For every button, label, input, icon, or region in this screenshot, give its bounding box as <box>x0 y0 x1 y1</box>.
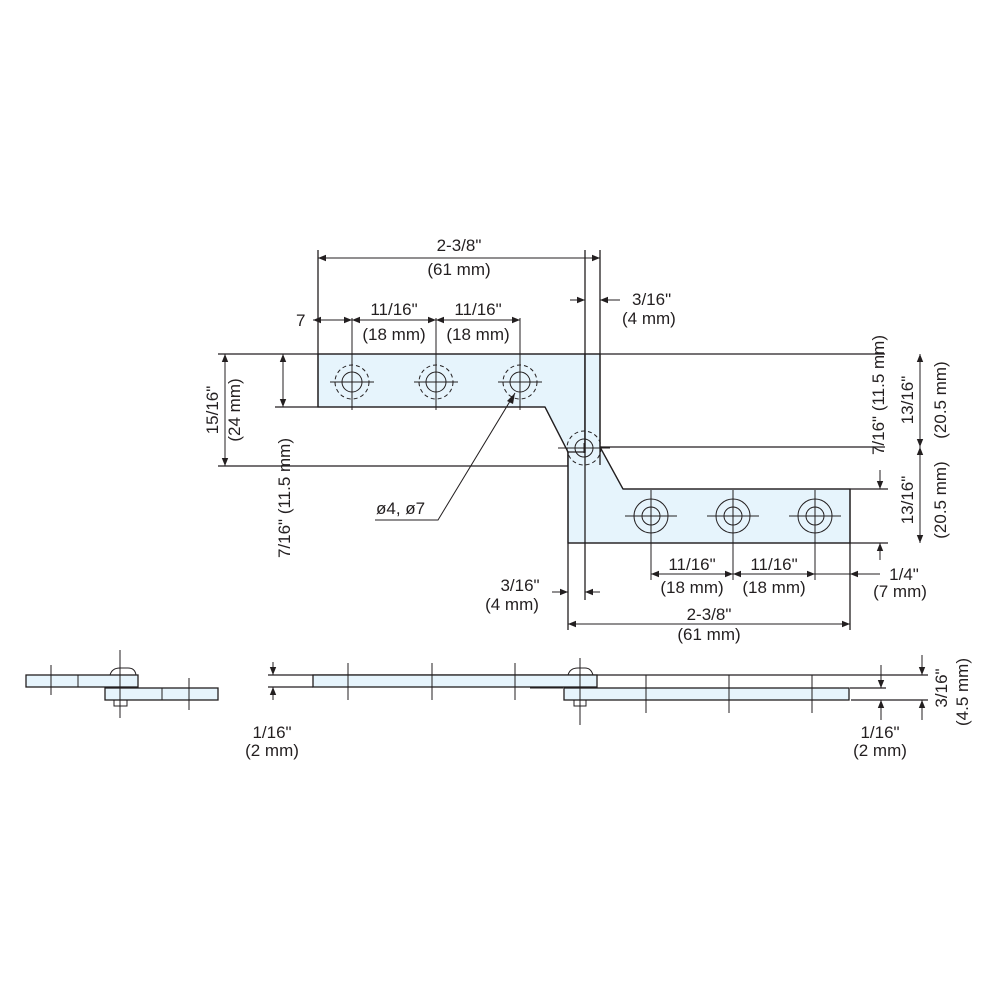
pivot-offset-lower-mm: (4 mm) <box>485 595 539 614</box>
thickness-left-in: 1/16" <box>252 723 291 742</box>
side-view-folded <box>25 650 219 718</box>
hole-spacing-upper-2-mm: (18 mm) <box>446 325 509 344</box>
pivot-hole-icon <box>558 430 610 466</box>
edge-offset-upper: 7 <box>296 311 305 330</box>
upper-plate <box>317 353 586 466</box>
hole-spacing-upper-1-mm: (18 mm) <box>362 325 425 344</box>
thickness-left-mm: (2 mm) <box>245 741 299 760</box>
hole-callout: ø4, ø7 <box>376 499 425 518</box>
total-height-mm: (4.5 mm) <box>953 658 972 726</box>
upper-pivot-height: 7/16" (11.5 mm) <box>275 438 294 558</box>
hole-spacing-lower-1-in: 11/16" <box>668 555 715 574</box>
hole-icon <box>498 364 542 400</box>
edge-offset-lower-mm: (7 mm) <box>873 582 927 601</box>
hole-spacing-upper-2-in: 11/16" <box>454 300 501 319</box>
lower-holes <box>625 498 841 534</box>
hole-icon <box>707 498 759 534</box>
right-lower-height-in: 13/16" <box>898 476 917 525</box>
hole-icon <box>330 364 374 400</box>
overall-lower-in: 2-3/8" <box>687 605 732 624</box>
right-upper-height-mm: (20.5 mm) <box>931 361 950 438</box>
overall-lower-mm: (61 mm) <box>677 625 740 644</box>
hole-spacing-lower-2-in: 11/16" <box>750 555 797 574</box>
hole-spacing-upper-1-in: 11/16" <box>370 300 417 319</box>
right-lower-height-mm: (20.5 mm) <box>931 461 950 538</box>
side-view-extended <box>268 655 928 725</box>
dimension-lines <box>221 254 924 628</box>
upper-height-mm: (24 mm) <box>225 378 244 441</box>
thickness-right-mm: (2 mm) <box>853 741 907 760</box>
upper-holes <box>330 364 542 400</box>
hole-icon <box>789 498 841 534</box>
upper-height-in: 15/16" <box>203 386 222 435</box>
overall-upper-in: 2-3/8" <box>437 236 482 255</box>
pivot-offset-lower-in: 3/16" <box>500 576 539 595</box>
pivot-offset-upper-mm: (4 mm) <box>622 309 676 328</box>
pivot-offset-upper-in: 3/16" <box>632 290 671 309</box>
hole-icon <box>414 364 458 400</box>
edge-offset-lower-in: 1/4" <box>889 565 919 584</box>
total-height-in: 3/16" <box>932 668 951 707</box>
right-upper-height-in: 13/16" <box>898 376 917 425</box>
outline-lines <box>218 250 888 630</box>
lower-plate <box>567 353 851 544</box>
overall-upper-mm: (61 mm) <box>427 260 490 279</box>
hole-icon <box>625 498 677 534</box>
hole-spacing-lower-2-mm: (18 mm) <box>742 578 805 597</box>
right-pivot-height: 7/16" (11.5 mm) <box>869 335 888 455</box>
thickness-right-in: 1/16" <box>860 723 899 742</box>
hole-spacing-lower-1-mm: (18 mm) <box>660 578 723 597</box>
